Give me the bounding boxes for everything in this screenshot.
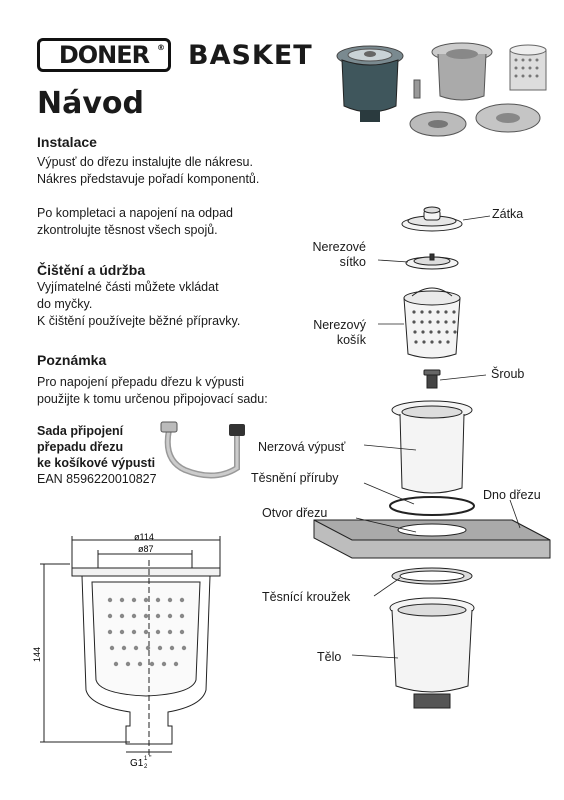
overflow-hose-icon [160,421,245,479]
basket-icon [403,287,461,359]
thread-fraction-den: 2 [144,764,148,770]
sealing-ring-icon [391,567,473,585]
cleaning-text: Vyjímatelné části můžete vkládat do myčk… [37,280,241,328]
registered-mark: ® [157,43,165,52]
brand-name: DONER [58,41,150,69]
product-title: BASKET [188,40,313,71]
thread-fraction-num: 1 [144,756,148,762]
install-heading: Instalace [37,134,97,150]
label-zatka: Zátka [492,207,524,221]
sink-bottom-icon [313,519,551,559]
install-text-1: Výpusť do dřezu instalujte dle nákresu. … [37,155,260,186]
label-vypust: Nerzová výpusť [258,440,346,454]
document-title: Návod [37,86,144,121]
exploded-view [313,206,551,709]
kit-ean: EAN 8596220010827 [37,472,157,486]
label-sitko: Nerezové sítko [312,240,367,269]
label-dno-drezu: Dno dřezu [483,488,541,502]
note-text: Pro napojení přepadu dřezu k výpusti pou… [37,375,268,406]
drain-body-icon [391,400,473,494]
kit-name: Sada připojení přepadu dřezu ke košíkové… [37,424,156,470]
brand-logo: DONER ® [37,38,171,72]
label-otvor-drezu: Otvor dřezu [262,506,328,520]
install-text-2: Po kompletaci a napojení na odpad zkontr… [37,206,233,237]
parts-photo-icon [409,42,547,137]
technical-drawing: ø114 ø87 144 G1 1 2 " [32,532,221,770]
note-heading: Poznámka [37,352,107,368]
flange-gasket-icon [389,496,475,516]
dim-inner-label: ø87 [138,544,154,554]
dim-height-label: 144 [32,647,42,662]
dim-outer-label: ø114 [134,532,154,542]
stopper-icon [401,206,463,232]
body-icon [389,597,475,709]
label-sroub: Šroub [491,367,525,381]
strainer-icon [405,253,459,270]
label-tesneni-priruby: Těsnění příruby [251,471,339,485]
screw-icon [423,369,441,389]
cleaning-heading: Čištění a údržba [37,262,146,278]
label-kosik: Nerezový košík [313,318,366,347]
strainer-photo-icon [336,45,404,122]
thread-inch-mark: " [149,755,152,762]
label-tesnici-krouzek: Těsnící kroužek [262,590,351,604]
thread-label: G1 [130,758,144,769]
label-telo: Tělo [317,650,342,664]
product-photos [336,42,547,137]
